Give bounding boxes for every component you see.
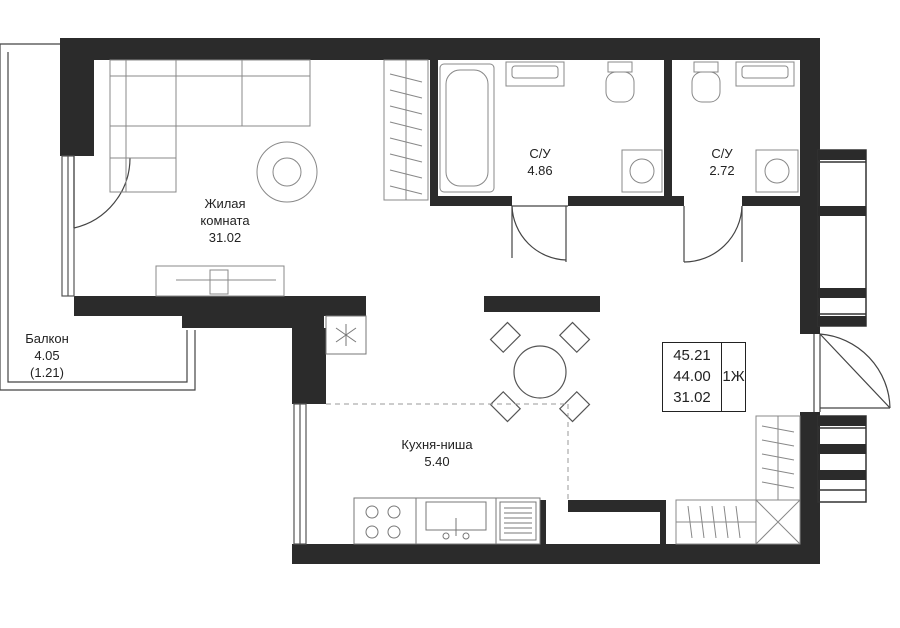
living-room-area: 31.02 [208,230,242,245]
bath1-name: С/У [529,146,551,161]
area-without-balcony: 44.00 [673,368,711,385]
sofa [109,59,311,193]
bath-doors [511,205,743,263]
balcony-area: 4.05 [34,348,60,363]
washing-machine-bath1 [621,149,663,193]
balcony-name: Балкон [25,331,69,346]
bathtub [439,63,495,193]
entrance-door [813,333,891,412]
washing-machine-bath2 [755,149,799,193]
total-area: 45.21 [673,347,711,364]
balcony-area-reduced: (1.21) [30,365,64,380]
living-room-name-2: комната [200,213,250,228]
wardrobe-living [383,59,429,201]
bath2-name: С/У [711,146,733,161]
kitchen-area: 5.40 [424,454,450,469]
sink-bath1 [505,61,565,87]
left-windows [61,155,307,545]
area-summary-values: 45.21 44.00 31.02 [663,343,722,411]
area-summary-box: 45.21 44.00 31.02 1Ж [662,342,746,412]
toilet-bath2 [691,61,721,103]
right-window-frames [818,150,866,480]
walls [60,38,820,564]
apartment-type: 1Ж [722,368,745,385]
living-area: 31.02 [673,389,711,406]
balcony-door [73,156,131,229]
bath2-area: 2.72 [709,163,735,178]
dining-table [489,321,591,423]
balcony [0,43,196,391]
living-room-label: Жилая комната 31.02 [180,195,270,246]
kitchen-name: Кухня-ниша [401,437,473,452]
sink-bath2 [735,61,795,87]
living-room-name-1: Жилая [204,196,246,211]
balcony-label: Балкон 4.05 (1.21) [18,330,76,381]
dish-rack [499,501,537,541]
toilet-bath1 [605,61,635,103]
wardrobe-entry [675,415,801,545]
tv-stand [155,265,285,297]
bath2-label: С/У 2.72 [694,145,750,179]
kitchen-label: Кухня-ниша 5.40 [392,436,482,470]
vent-shaft [325,315,367,355]
kitchen-boundary [326,403,569,500]
coffee-table [256,141,318,203]
kitchen-counter [353,497,541,545]
bath1-area: 4.86 [527,163,553,178]
bath1-label: С/У 4.86 [512,145,568,179]
